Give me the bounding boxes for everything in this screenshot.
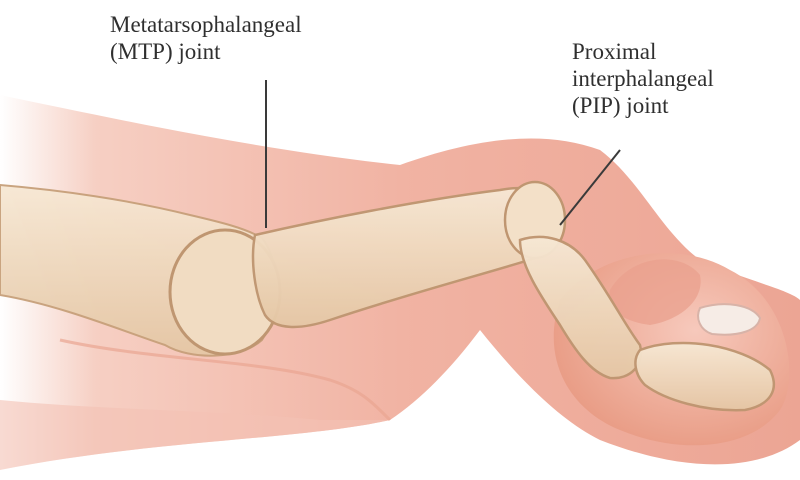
pip-label-line-2: interphalangeal [572, 65, 714, 92]
toenail [698, 304, 760, 335]
pip-joint-label: Proximal interphalangeal (PIP) joint [572, 38, 714, 119]
pip-label-line-3: (PIP) joint [572, 92, 714, 119]
mtp-label-line-2: (MTP) joint [110, 38, 302, 65]
mtp-joint-label: Metatarsophalangeal (MTP) joint [110, 11, 302, 65]
pip-label-line-1: Proximal [572, 38, 714, 65]
mtp-label-line-1: Metatarsophalangeal [110, 11, 302, 38]
